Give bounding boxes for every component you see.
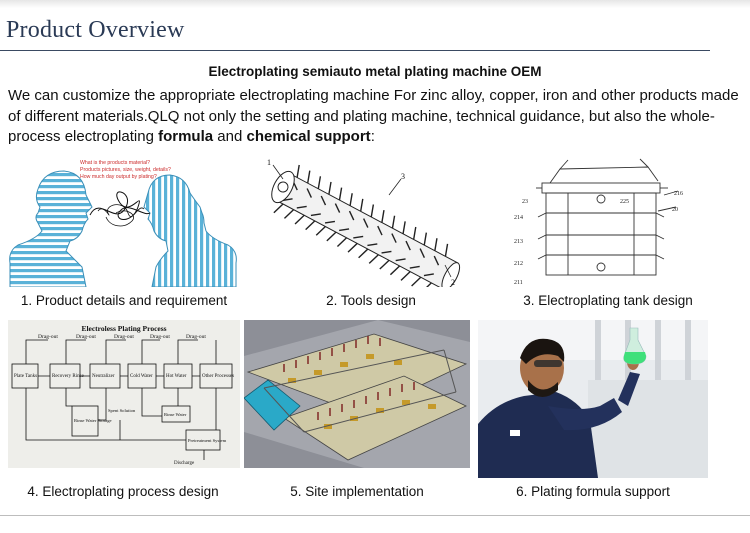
caption-product-details: 1. Product details and requirement [20, 293, 228, 308]
product-subtitle: Electroplating semiauto metal plating ma… [208, 64, 542, 79]
drag-out-label-4: Drag-out [150, 334, 170, 340]
tank-label-212: 212 [514, 261, 523, 267]
question-line-2: Products pictures, size, weight, details… [80, 167, 171, 173]
drag-out-label-2: Drag-out [76, 334, 96, 340]
tile-plating-formula-image [478, 320, 708, 478]
caption-tank-design: 3. Electroplating tank design [523, 293, 693, 308]
plant-layout-render [244, 320, 470, 468]
box-other-processes: Other Processes [202, 374, 234, 379]
tank-design-drawing: 23 225 216 20 214 213 212 211 [508, 155, 708, 287]
box-rinse-water-storage: Rinse Water Storage [74, 418, 112, 423]
caption-site-implementation: 5. Site implementation [290, 484, 424, 499]
drag-out-label-3: Drag-out [114, 334, 134, 340]
box-neutralizer: Neutralizer [92, 374, 115, 379]
page-title: Product Overview [6, 17, 185, 43]
diagram-title: Electroless Plating Process [81, 324, 166, 333]
box-plate-tanks: Plate Tanks [14, 374, 37, 379]
tank-label-214: 214 [514, 215, 523, 221]
process-flow-diagram: Electroless Plating Process Drag-out Dra… [8, 320, 240, 468]
tool-label-2: 2 [451, 278, 455, 287]
drag-out-label-1: Drag-out [38, 334, 58, 340]
tank-label-23: 23 [522, 199, 528, 205]
intro-bold-formula: formula [158, 128, 214, 145]
intro-text-2: and [213, 128, 247, 145]
caption-plating-formula: 6. Plating formula support [516, 484, 670, 499]
top-shadow-bar [0, 0, 750, 8]
tank-label-20: 20 [672, 207, 678, 213]
tile-tank-design-image: 23 225 216 20 214 213 212 211 [508, 155, 708, 287]
box-recovery-rinse: Recovery Rinse [52, 374, 85, 379]
two-heads-illustration: What is the products material? Products … [8, 155, 240, 287]
tool-label-3: 3 [401, 172, 405, 181]
tank-label-225: 225 [620, 199, 629, 205]
tank-label-211: 211 [514, 280, 523, 286]
technician-with-flask-photo [478, 320, 708, 478]
tile-tools-design-image: 1 3 2 [255, 155, 487, 287]
intro-bold-chemical-support: chemical support [246, 128, 371, 145]
box-rinse-water: Rinse Water [164, 412, 187, 417]
bottom-divider [0, 515, 750, 516]
question-line-3: How much day output by plating? [80, 174, 157, 180]
tank-label-216: 216 [674, 191, 683, 197]
intro-text-1: We can customize the appropriate electro… [8, 87, 739, 145]
title-divider [0, 50, 710, 51]
tool-label-1: 1 [267, 158, 271, 167]
drag-out-label-5: Drag-out [186, 334, 206, 340]
box-spent-solution: Spent Solution [108, 408, 136, 413]
tile-site-implementation-image [244, 320, 470, 468]
tile-process-design-image: Electroless Plating Process Drag-out Dra… [8, 320, 240, 468]
intro-text-3: : [370, 128, 375, 145]
discharge-label: Discharge [174, 461, 195, 466]
intro-paragraph: We can customize the appropriate electro… [8, 86, 742, 148]
question-line-1: What is the products material? [80, 160, 150, 166]
tile-product-details-image: What is the products material? Products … [8, 155, 240, 287]
plating-barrel-sketch: 1 3 2 [255, 155, 487, 287]
box-cold-water: Cold Water [130, 374, 153, 379]
caption-tools-design: 2. Tools design [326, 293, 416, 308]
caption-process-design: 4. Electroplating process design [27, 484, 219, 499]
box-hot-water: Hot Water [166, 374, 187, 379]
tank-label-213: 213 [514, 239, 523, 245]
box-pretreatment-system: Pretreatment System [188, 438, 227, 443]
